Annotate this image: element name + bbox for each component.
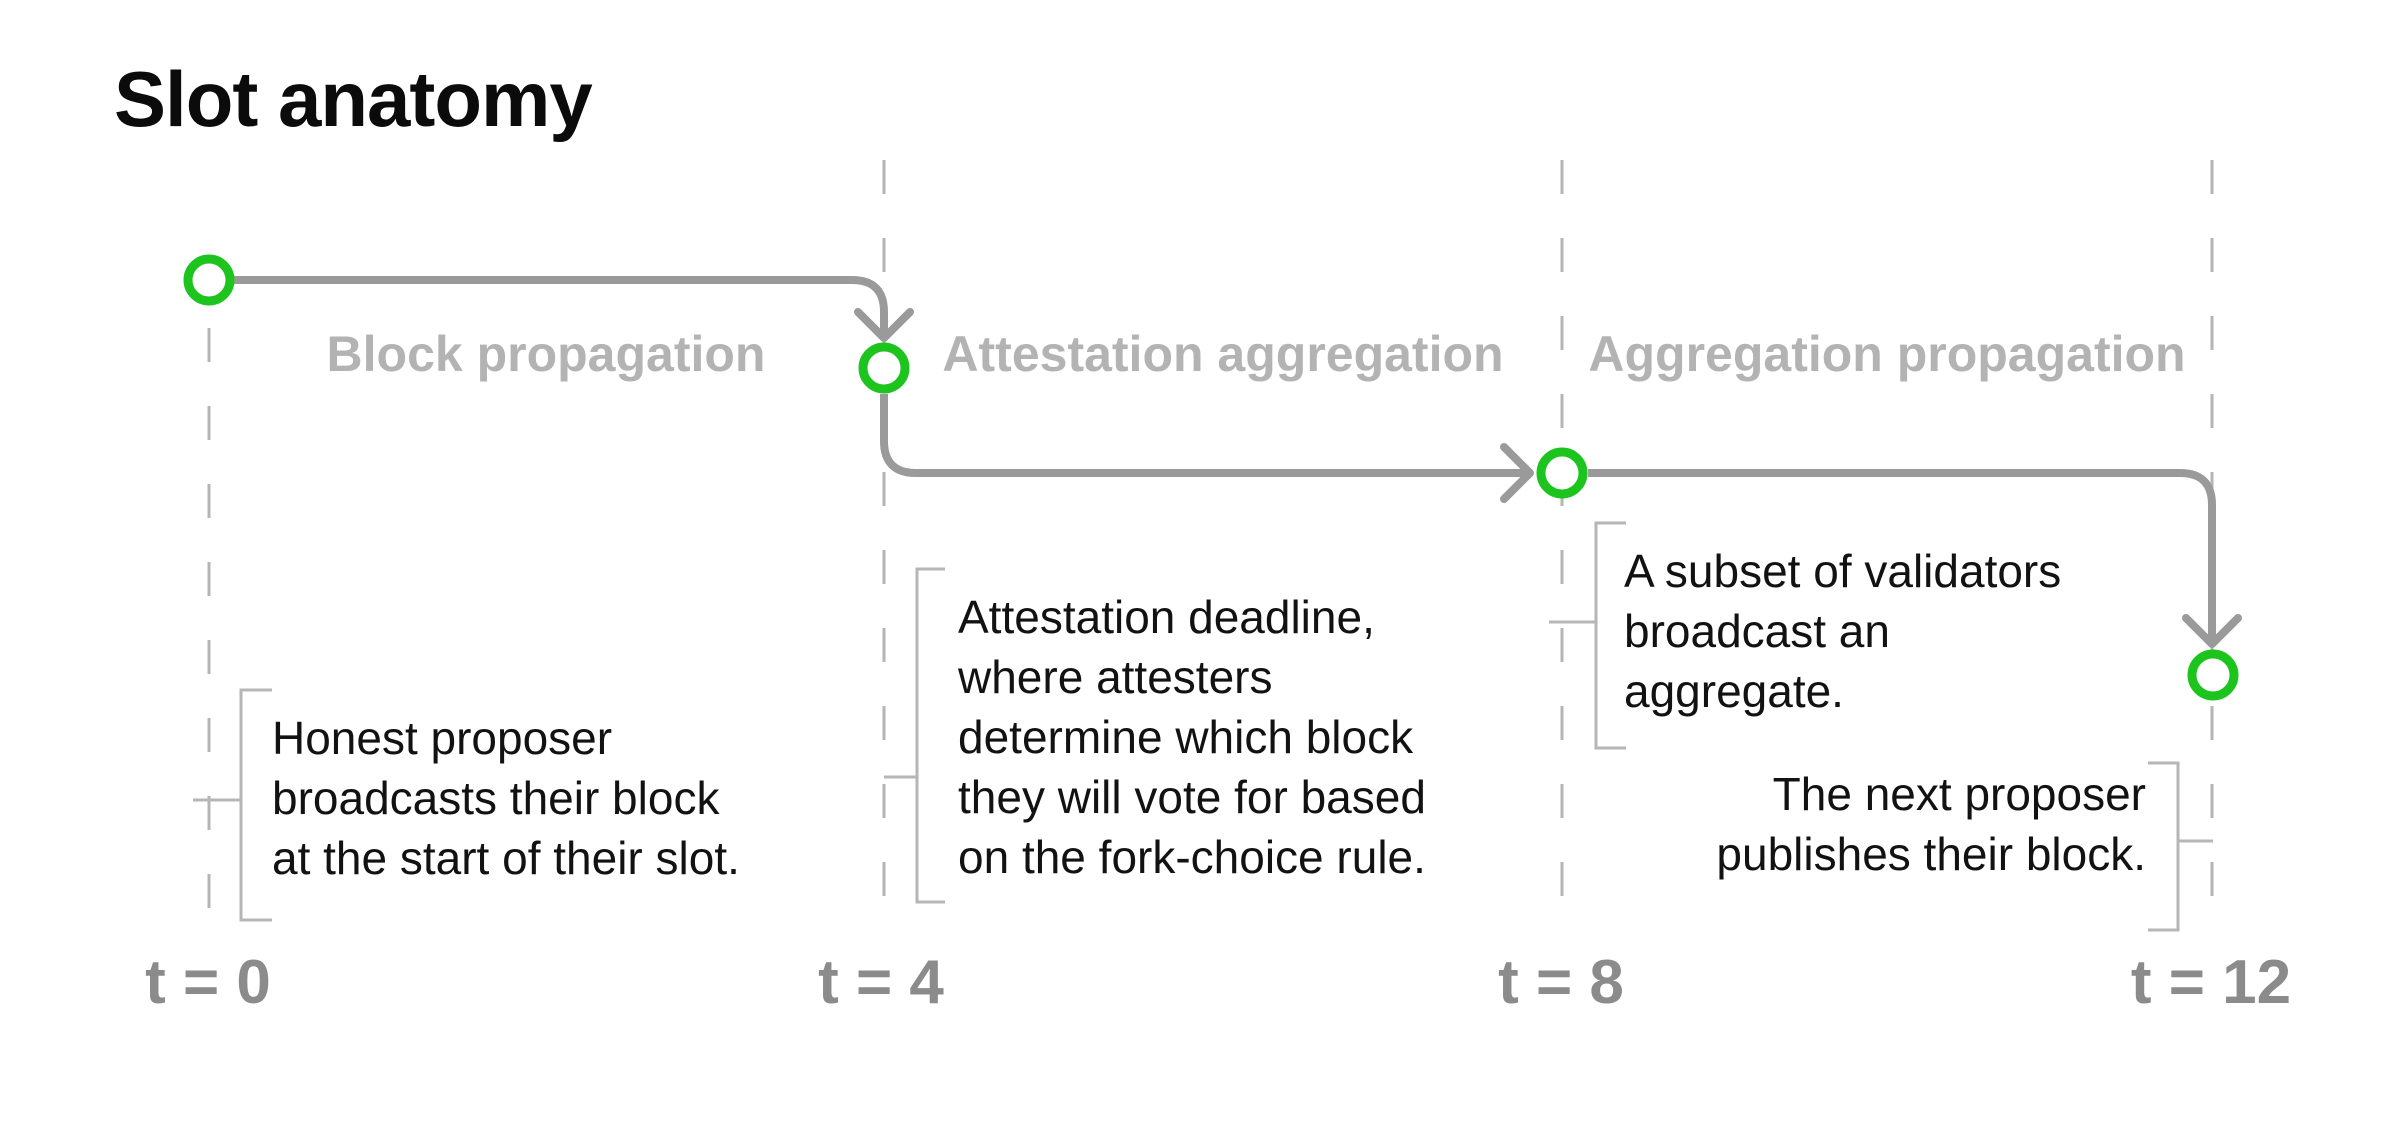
annotation-bracket-attestation-deadline bbox=[884, 567, 945, 904]
annotation-attestation-deadline: Attestation deadline, where attesters de… bbox=[958, 587, 1426, 887]
phase-label-attestation-aggregation: Attestation aggregation bbox=[942, 326, 1504, 382]
annotation-aggregate-broadcast: A subset of validators broadcast an aggr… bbox=[1624, 541, 2061, 721]
annotation-line: at the start of their slot. bbox=[272, 832, 740, 884]
phase-label-block-propagation: Block propagation bbox=[326, 326, 766, 382]
annotation-line: publishes their block. bbox=[1716, 828, 2146, 880]
attestation-aggregation-connector bbox=[880, 394, 1526, 477]
annotation-line: determine which block bbox=[958, 711, 1414, 763]
annotation-line: Honest proposer bbox=[272, 712, 613, 764]
annotation-bracket-proposal bbox=[193, 688, 272, 922]
annotation-bracket-next-proposer bbox=[2148, 761, 2213, 932]
page-title: Slot anatomy bbox=[114, 55, 593, 143]
phase-label-aggregation-propagation: Aggregation propagation bbox=[1588, 326, 2186, 382]
annotation-line: they will vote for based bbox=[958, 771, 1426, 823]
block-propagation-connector bbox=[233, 276, 888, 334]
time-label-t0: t = 0 bbox=[145, 948, 271, 1017]
event-circle-t8 bbox=[1536, 447, 1588, 499]
event-circle-t12 bbox=[2187, 649, 2239, 701]
event-circle-t0 bbox=[183, 254, 235, 306]
arrow-right-icon-t8 bbox=[1500, 443, 1534, 503]
arrow-down-icon-t12 bbox=[2182, 614, 2242, 648]
annotation-line: Attestation deadline, bbox=[958, 591, 1375, 643]
time-label-t12: t = 12 bbox=[2130, 948, 2292, 1017]
annotation-line: aggregate. bbox=[1624, 665, 1844, 717]
time-label-t8: t = 8 bbox=[1498, 948, 1624, 1017]
annotation-line: broadcast an bbox=[1624, 605, 1890, 657]
event-circle-t4 bbox=[858, 342, 910, 394]
annotation-next-proposer: The next proposer publishes their block. bbox=[1446, 764, 2146, 884]
arrow-down-icon-t4 bbox=[854, 308, 914, 342]
annotation-line: A subset of validators bbox=[1624, 545, 2062, 597]
aggregation-propagation-connector bbox=[1588, 469, 2216, 640]
annotation-line: where attesters bbox=[958, 651, 1273, 703]
time-label-t4: t = 4 bbox=[818, 948, 944, 1017]
annotation-line: The next proposer bbox=[1772, 768, 2146, 820]
annotation-bracket-aggregate-broadcast bbox=[1549, 521, 1626, 750]
annotation-proposal: Honest proposer broadcasts their block a… bbox=[272, 708, 740, 888]
annotation-line: broadcasts their block bbox=[272, 772, 720, 824]
annotation-line: on the fork-choice rule. bbox=[958, 831, 1426, 883]
